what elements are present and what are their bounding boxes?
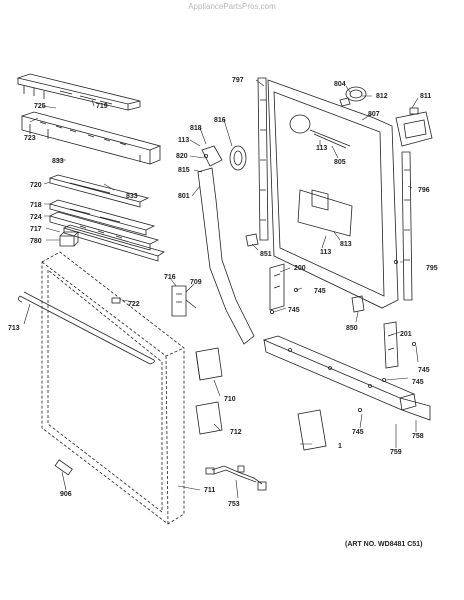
callout-813: 813 <box>340 241 352 248</box>
hinge-200 <box>269 263 285 311</box>
callout-796: 796 <box>418 187 430 194</box>
callout-795: 795 <box>426 265 438 272</box>
side-rail-796 <box>401 151 413 301</box>
leader-lines <box>23 79 419 499</box>
callout-723: 723 <box>24 135 36 142</box>
callout-820: 820 <box>176 153 188 160</box>
callout-713: 713 <box>8 325 20 332</box>
callout-805: 805 <box>334 159 346 166</box>
block-710 <box>195 347 223 381</box>
callout-711: 711 <box>204 487 215 494</box>
hinge-bracket <box>171 285 197 317</box>
bottom-trim <box>262 335 431 421</box>
callout-labels: 725 719 723 833 833 720 718 724 717 780 … <box>8 77 438 508</box>
control-board <box>21 111 162 165</box>
badge-906 <box>54 459 73 476</box>
callout-710: 710 <box>224 396 236 403</box>
callout-815: 815 <box>178 167 190 174</box>
callout-851: 851 <box>260 251 272 258</box>
callout-816: 816 <box>214 117 226 124</box>
callout-201: 201 <box>400 331 412 338</box>
block-712 <box>195 401 223 435</box>
callout-804: 804 <box>334 81 346 88</box>
callout-833: 833 <box>126 193 138 200</box>
clip-722 <box>111 297 121 304</box>
callout-811: 811 <box>420 93 431 100</box>
callout-753: 753 <box>228 501 240 508</box>
callout-113: 113 <box>178 137 189 144</box>
callout-745: 745 <box>352 429 364 436</box>
part-720 <box>48 174 150 208</box>
part-724 <box>48 211 160 251</box>
vent-812 <box>339 86 367 107</box>
callout-797: 797 <box>232 77 244 84</box>
callout-709: 709 <box>190 279 202 286</box>
hinge-201 <box>383 321 399 369</box>
callout-906: 906 <box>60 491 72 498</box>
door-handle <box>18 291 155 365</box>
bracket-851 <box>245 233 259 247</box>
watermark: AppliancePartsPros.com <box>188 2 276 11</box>
callout-801: 801 <box>178 193 190 200</box>
inner-door-liner <box>267 79 399 309</box>
callout-807: 807 <box>368 111 380 118</box>
callout-780: 780 <box>30 238 42 245</box>
arm-801 <box>197 145 255 345</box>
callout-1: 1 <box>338 443 342 450</box>
side-rail-797 <box>257 77 269 241</box>
callout-745: 745 <box>314 288 326 295</box>
callout-712: 712 <box>230 429 242 436</box>
callout-812: 812 <box>376 93 388 100</box>
callout-833: 833 <box>52 158 64 165</box>
callout-200: 200 <box>294 265 306 272</box>
manual-card <box>297 409 327 451</box>
dispenser-811 <box>395 107 433 147</box>
callout-113: 113 <box>316 145 327 152</box>
wire-harness-753 <box>205 465 267 491</box>
callout-719: 719 <box>96 103 108 110</box>
callout-850: 850 <box>346 325 358 332</box>
callout-745: 745 <box>412 379 424 386</box>
screws <box>203 153 416 412</box>
callout-716: 716 <box>164 274 176 281</box>
part-780 <box>59 231 79 247</box>
callout-722: 722 <box>128 301 140 308</box>
callout-818: 818 <box>190 125 202 132</box>
callout-113: 113 <box>320 249 331 256</box>
callout-724: 724 <box>30 214 42 221</box>
callout-758: 758 <box>412 433 424 440</box>
callout-717: 717 <box>30 226 42 233</box>
bracket-850 <box>351 295 365 313</box>
callout-759: 759 <box>390 449 402 456</box>
callout-745: 745 <box>288 307 300 314</box>
art-number: (ART NO. WD8481 C51) <box>345 541 423 548</box>
part-718 <box>48 199 156 236</box>
part-717 <box>62 224 165 262</box>
callout-725: 725 <box>34 103 46 110</box>
control-panel-strip <box>16 73 141 111</box>
outer-door-panel <box>41 251 185 525</box>
callout-720: 720 <box>30 182 42 189</box>
callout-745: 745 <box>418 367 430 374</box>
callout-718: 718 <box>30 202 42 209</box>
